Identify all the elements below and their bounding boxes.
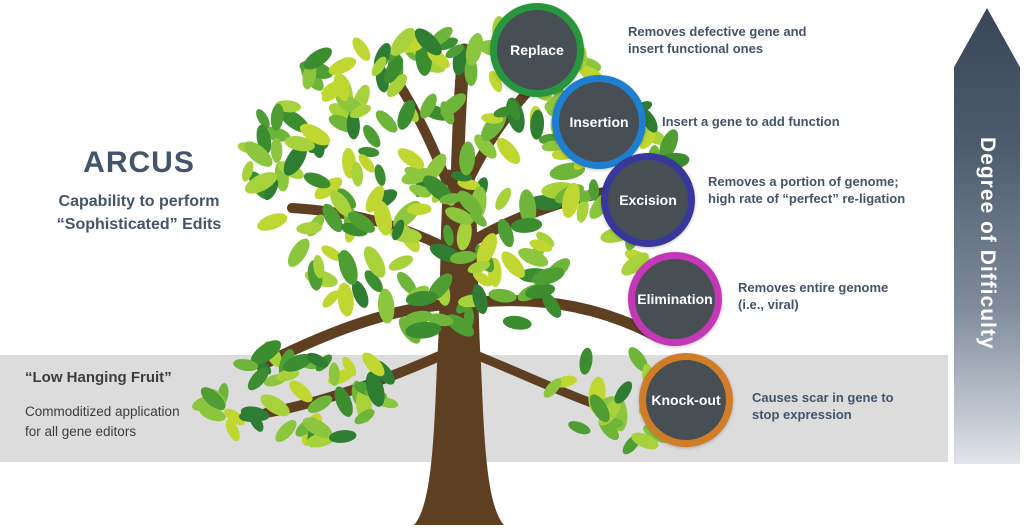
arcus-title: ARCUS bbox=[83, 146, 195, 179]
arcus-subtitle-line1: Capability to perform bbox=[58, 193, 220, 210]
tree-illustration bbox=[192, 16, 711, 525]
node-elimination-label: Elimination bbox=[637, 291, 713, 307]
node-knockout-label: Knock-out bbox=[651, 392, 721, 408]
arcus-subtitle-line2: “Sophisticated” Edits bbox=[56, 216, 222, 234]
node-insertion: Insertion bbox=[552, 75, 646, 169]
arcus-title-block: ARCUS Capability to perform “Sophisticat… bbox=[25, 146, 253, 236]
low-hanging-fruit-line1: Commoditized application bbox=[25, 404, 180, 419]
difficulty-arrow: Degree of Difficulty bbox=[954, 8, 1020, 464]
node-replace: Replace bbox=[490, 3, 584, 97]
node-knockout: Knock-out bbox=[639, 353, 733, 447]
low-hanging-fruit-line2: for all gene editors bbox=[25, 424, 137, 440]
node-excision-description: Removes a portion of genome; high rate o… bbox=[708, 174, 906, 206]
node-insertion-label: Insertion bbox=[569, 114, 629, 130]
node-excision: Excision bbox=[601, 153, 695, 247]
node-knockout-description: Causes scar in gene to stop expression bbox=[752, 390, 894, 422]
node-insertion-description: Insert a gene to add function bbox=[662, 114, 840, 129]
node-replace-label: Replace bbox=[510, 42, 564, 58]
node-elimination: Elimination bbox=[628, 252, 722, 346]
difficulty-arrow-label: Degree of Difficulty bbox=[976, 136, 999, 350]
node-elimination-description: Removes entire genome (i.e., viral) bbox=[738, 280, 889, 312]
node-excision-label: Excision bbox=[619, 192, 677, 208]
low-hanging-fruit-heading: “Low Hanging Fruit” bbox=[25, 369, 172, 386]
node-replace-description: Removes defective gene and insert functi… bbox=[628, 24, 807, 56]
low-hanging-fruit-block: “Low Hanging Fruit” Commoditized applica… bbox=[25, 369, 260, 443]
